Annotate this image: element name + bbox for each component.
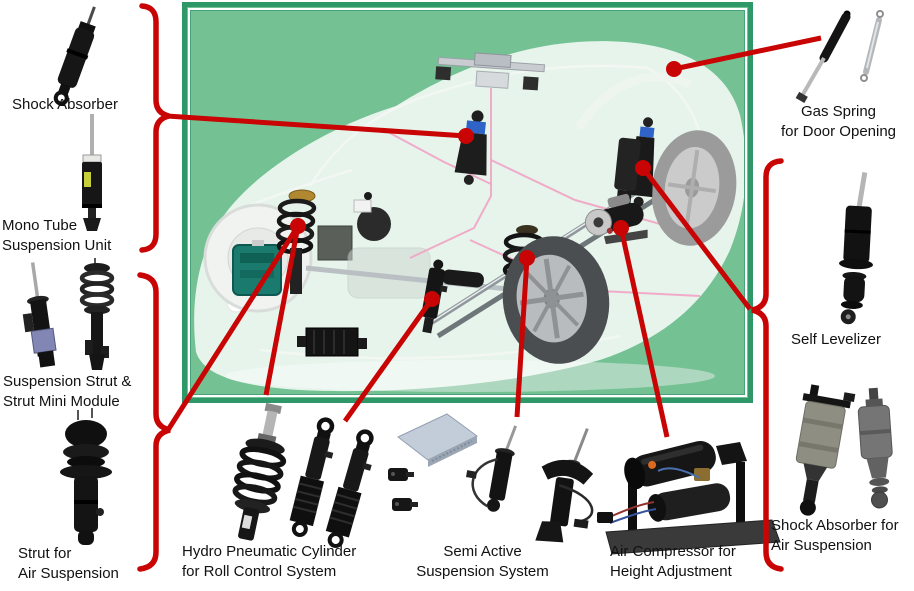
connector-hydro <box>342 297 435 423</box>
label-suspension-strut: Suspension Strut & Strut Mini Module <box>3 373 132 410</box>
product-mono-tube-unit <box>82 114 102 231</box>
product-strut-air-suspension <box>60 408 112 545</box>
bracket-shock-mono <box>139 3 170 253</box>
dot-front-strut <box>290 218 306 234</box>
active-stabilizer-assembly <box>435 52 546 91</box>
connector-gas-spring <box>673 35 822 72</box>
bracket-struts <box>137 272 171 572</box>
reservoir <box>353 199 372 213</box>
product-gas-spring <box>795 10 884 103</box>
product-air-compressor <box>597 440 781 555</box>
label-hydro-pneumatic: Hydro Pneumatic Cylinder for Roll Contro… <box>182 543 357 580</box>
product-hydro-cylinder-1 <box>289 417 335 537</box>
product-semi-active-strut-2 <box>535 428 594 543</box>
connector-self-levelizer <box>641 166 752 311</box>
label-shock-absorber: Shock Absorber <box>12 96 118 113</box>
dot-gas-spring <box>666 61 682 77</box>
car-air-compressor <box>584 193 648 245</box>
product-semi-active-sensors <box>388 468 418 511</box>
connector-strut-bracket <box>165 224 301 432</box>
air-line-3 <box>387 131 492 185</box>
panel-inner-border <box>188 8 747 397</box>
product-shock-absorber <box>53 6 96 106</box>
air-line-1 <box>409 88 492 259</box>
product-air-shock-left <box>795 384 856 516</box>
product-semi-active-strut-1 <box>465 425 518 512</box>
dot-self-levelizer <box>635 160 651 176</box>
bracket-right-group <box>751 158 784 572</box>
dot-rear-strut <box>519 250 535 266</box>
rear-right-wheel <box>651 130 737 246</box>
label-air-compressor: Air Compressor for Height Adjustment <box>610 543 736 580</box>
product-strut-mini-module <box>79 258 115 370</box>
label-mono-tube: Mono Tube Suspension Unit <box>2 217 112 254</box>
product-suspension-strut <box>22 262 57 368</box>
product-air-shock-right <box>857 387 893 509</box>
connector-semi-active <box>514 257 530 418</box>
connector-air-compressor <box>618 227 670 438</box>
label-semi-active: Semi Active Suspension System <box>416 543 549 580</box>
product-self-levelizer <box>839 172 873 325</box>
rear-left-wheel <box>502 236 610 364</box>
car-illustration <box>194 41 744 392</box>
abs-unit <box>317 225 353 261</box>
label-self-levelizer: Self Levelizer <box>790 331 882 348</box>
ghost-wheel-arch <box>574 72 692 131</box>
control-box <box>297 327 367 357</box>
connector-strut-down <box>263 225 301 396</box>
product-hydro-coilover <box>232 402 287 541</box>
product-semi-active-ecu <box>397 413 478 467</box>
dot-compressor <box>613 220 629 236</box>
product-hydro-cylinder-2 <box>325 429 374 548</box>
dot-roll-cylinder <box>424 291 440 307</box>
label-shock-absorber-air: Shock Absorber for Air Suspension <box>771 517 899 554</box>
red-connectors <box>137 3 822 572</box>
connector-shock-absorber <box>166 113 467 139</box>
brake-booster <box>357 207 391 241</box>
label-strut-air-suspension: Strut for Air Suspension <box>18 545 119 582</box>
dot-shock-absorber <box>458 128 474 144</box>
label-gas-spring: Gas Spring for Door Opening <box>780 103 897 140</box>
